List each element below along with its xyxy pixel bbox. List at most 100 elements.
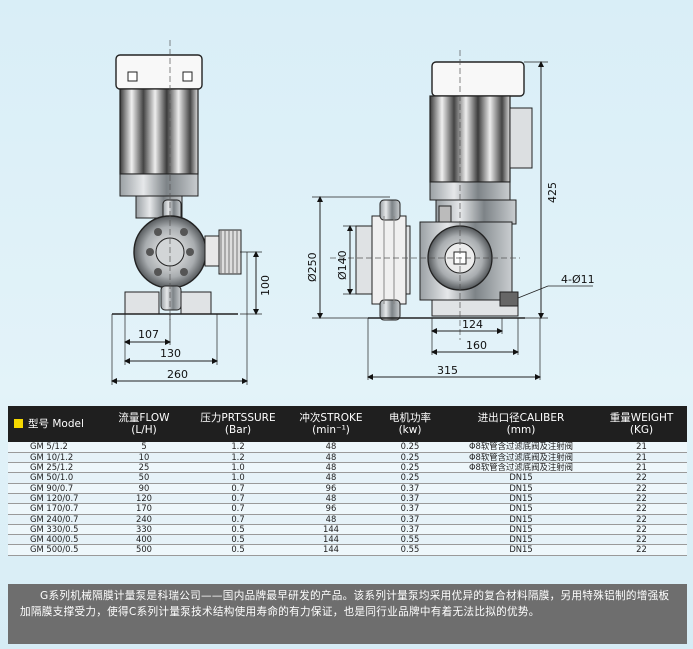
table-header-row: 型号 Model 流量FLOW(L/H) 压力PRTSSURE(Bar) 冲次S…	[8, 406, 687, 442]
cell-power: 0.25	[374, 472, 446, 484]
col-header-flow-line2: (L/H)	[131, 424, 157, 436]
front-view-pump	[111, 40, 262, 385]
cell-weight: 21	[596, 442, 687, 453]
cell-flow: 5	[100, 442, 188, 453]
cell-power: 0.55	[374, 534, 446, 546]
cell-pressure: 0.7	[188, 493, 288, 505]
cell-model: GM 50/1.0	[8, 472, 100, 484]
col-header-stroke: 冲次STROKE(min⁻¹)	[288, 406, 374, 442]
cell-power: 0.55	[374, 544, 446, 556]
col-header-model-label: 型号 Model	[28, 418, 84, 430]
cell-caliber: DN15	[446, 514, 596, 525]
col-header-power-line1: 电机功率	[389, 412, 431, 424]
cell-model: GM 240/0.7	[8, 514, 100, 525]
cell-weight: 22	[596, 472, 687, 484]
cell-power: 0.37	[374, 493, 446, 505]
col-header-model: 型号 Model	[8, 406, 100, 442]
cell-caliber: Φ8软管含过滤底阀及注射阀	[446, 462, 596, 474]
cell-caliber: DN15	[446, 472, 596, 484]
cell-model: GM 400/0.5	[8, 534, 100, 546]
col-header-weight-line1: 重量WEIGHT	[609, 412, 674, 424]
dim-315: 315	[437, 364, 458, 377]
cell-model: GM 90/0.7	[8, 483, 100, 494]
cell-caliber: DN15	[446, 544, 596, 556]
col-header-weight-line2: (KG)	[629, 424, 654, 436]
cell-caliber: DN15	[446, 524, 596, 536]
cell-pressure: 1.0	[188, 472, 288, 484]
cell-weight: 21	[596, 452, 687, 464]
cell-caliber: Φ8软管含过滤底阀及注射阀	[446, 442, 596, 453]
cell-pressure: 1.2	[188, 452, 288, 464]
cell-weight: 22	[596, 514, 687, 525]
cell-pressure: 1.2	[188, 442, 288, 453]
col-header-pressure-line1: 压力PRTSSURE	[200, 412, 276, 424]
cell-flow: 120	[100, 493, 188, 505]
cell-stroke: 48	[288, 462, 374, 474]
cell-flow: 240	[100, 514, 188, 525]
cell-model: GM 120/0.7	[8, 493, 100, 505]
cell-flow: 90	[100, 483, 188, 494]
dim-100: 100	[259, 275, 272, 296]
cell-stroke: 48	[288, 442, 374, 453]
cell-stroke: 48	[288, 514, 374, 525]
col-header-caliber-line1: 进出口径CALIBER	[477, 412, 565, 424]
cell-model: GM 25/1.2	[8, 462, 100, 474]
cell-flow: 170	[100, 503, 188, 515]
cell-pressure: 0.5	[188, 524, 288, 536]
cell-weight: 22	[596, 483, 687, 494]
cell-stroke: 48	[288, 472, 374, 484]
technical-drawing: 107 130 260 100	[111, 40, 595, 385]
col-header-pressure-line2: (Bar)	[224, 424, 252, 436]
cell-model: GM 500/0.5	[8, 544, 100, 556]
cell-stroke: 48	[288, 452, 374, 464]
dim-phi250: Ø250	[306, 252, 319, 282]
col-header-caliber-line2: (mm)	[506, 424, 536, 436]
cell-flow: 400	[100, 534, 188, 546]
cell-caliber: DN15	[446, 483, 596, 494]
dim-130: 130	[160, 347, 181, 360]
cell-stroke: 96	[288, 483, 374, 494]
dim-160: 160	[466, 339, 487, 352]
col-header-stroke-line2: (min⁻¹)	[312, 424, 350, 436]
cell-power: 0.25	[374, 442, 446, 453]
cell-power: 0.37	[374, 514, 446, 525]
dim-107: 107	[138, 328, 159, 341]
dim-260: 260	[167, 368, 188, 381]
description-footer: G系列机械隔膜计量泵是科瑞公司——国内品牌最早研发的产品。该系列计量泵均采用优异…	[8, 584, 687, 644]
cell-flow: 10	[100, 452, 188, 464]
cell-model: GM 330/0.5	[8, 524, 100, 536]
col-header-power-line2: (kw)	[398, 424, 422, 436]
cell-pressure: 1.0	[188, 462, 288, 474]
cell-stroke: 144	[288, 544, 374, 556]
cell-pressure: 0.5	[188, 544, 288, 556]
cell-caliber: DN15	[446, 534, 596, 546]
cell-pressure: 0.7	[188, 503, 288, 515]
header-marker-icon	[14, 419, 23, 428]
col-header-power: 电机功率(kw)	[374, 406, 446, 442]
cell-pressure: 0.7	[188, 483, 288, 494]
cell-stroke: 96	[288, 503, 374, 515]
cell-caliber: Φ8软管含过滤底阀及注射阀	[446, 452, 596, 464]
cell-pressure: 0.5	[188, 534, 288, 546]
cell-pressure: 0.7	[188, 514, 288, 525]
cell-flow: 500	[100, 544, 188, 556]
cell-weight: 21	[596, 462, 687, 474]
cell-caliber: DN15	[446, 503, 596, 515]
cell-model: GM 170/0.7	[8, 503, 100, 515]
cell-stroke: 144	[288, 524, 374, 536]
cell-power: 0.37	[374, 524, 446, 536]
dim-4-phi11: 4-Ø11	[561, 273, 595, 286]
col-header-weight: 重量WEIGHT(KG)	[596, 406, 687, 442]
cell-flow: 25	[100, 462, 188, 474]
col-header-flow-line1: 流量FLOW	[118, 412, 170, 424]
cell-caliber: DN15	[446, 493, 596, 505]
